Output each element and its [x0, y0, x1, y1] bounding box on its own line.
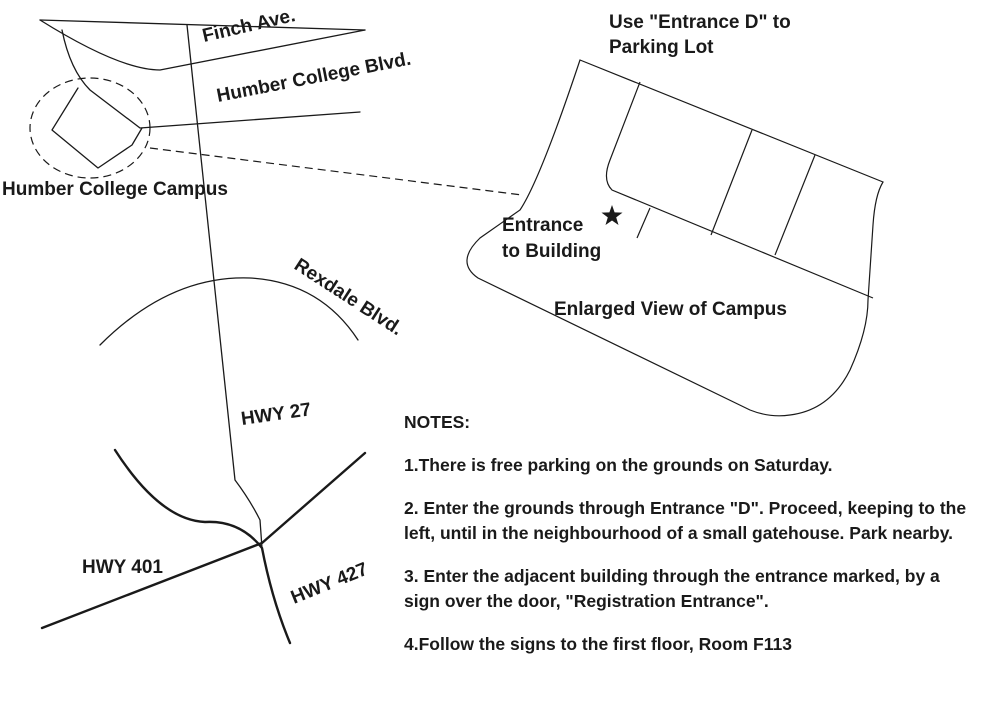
- hwy-427-road: [113, 448, 292, 645]
- star-icon: [601, 205, 623, 225]
- hwy-401-label: HWY 401: [82, 557, 163, 578]
- hwy-427-label: HWY 427: [288, 559, 371, 609]
- hwy-27-road: [186, 24, 263, 549]
- notes-heading: NOTES:: [404, 412, 471, 432]
- parking-lot-boundary: [605, 81, 874, 299]
- humber-college-blvd-label: Humber College Blvd.: [215, 49, 413, 107]
- campus-highlight-circle: [29, 77, 151, 179]
- finch-ave-road-2: [39, 19, 366, 71]
- finch-ave-label: Finch Ave.: [200, 5, 297, 47]
- enlarged-view-connector: [149, 147, 523, 196]
- notes-section: NOTES: 1.There is free parking on the gr…: [404, 410, 979, 675]
- campus-outline: [51, 87, 143, 169]
- parking-note-line1: Use "Entrance D" to: [609, 12, 791, 33]
- entrance-path: [636, 207, 651, 239]
- entrance-label-line1: Entrance: [502, 215, 583, 236]
- note-item-2: 2. Enter the grounds through Entrance "D…: [404, 498, 967, 543]
- parking-note-line2: Parking Lot: [609, 37, 714, 58]
- note-item-3: 3. Enter the adjacent building through t…: [404, 566, 940, 611]
- parking-divider-2: [774, 154, 816, 256]
- entrance-label-line2: to Building: [502, 241, 601, 262]
- hwy-401-road: [40, 451, 367, 630]
- humber-college-blvd-road: [61, 29, 361, 129]
- rexdale-blvd-road: [99, 277, 359, 346]
- campus-label: Humber College Campus: [2, 179, 228, 200]
- finch-ave-road: [39, 19, 366, 31]
- parking-divider-1: [710, 129, 753, 236]
- hwy-27-label: HWY 27: [240, 399, 313, 430]
- note-item-1: 1.There is free parking on the grounds o…: [404, 455, 833, 475]
- note-item-4: 4.Follow the signs to the first floor, R…: [404, 634, 792, 654]
- enlarged-campus-outline: [466, 59, 884, 417]
- enlarged-view-caption: Enlarged View of Campus: [554, 299, 787, 320]
